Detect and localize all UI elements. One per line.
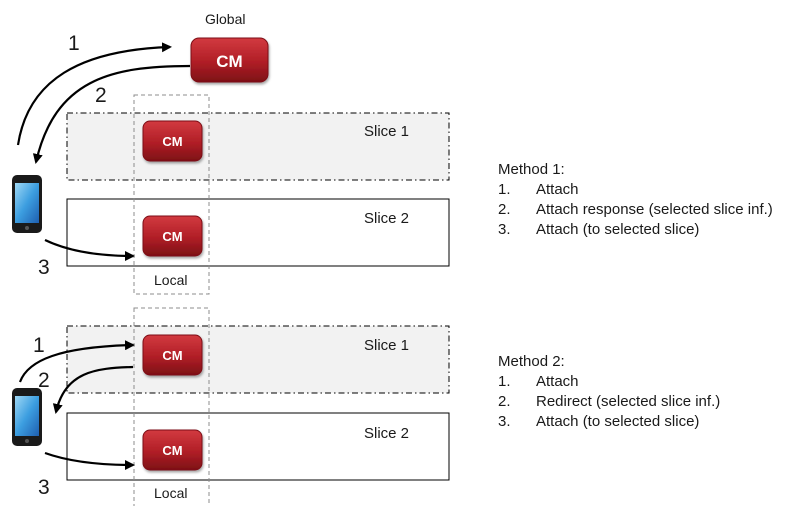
global-cm-label: CM [216,52,242,71]
slice-1-box [66,112,450,181]
local-column [133,307,210,506]
method-2-item: 2. Redirect (selected slice inf.) [498,392,720,412]
item-text: Attach response (selected slice inf.) [536,201,773,218]
item-text: Attach [536,181,579,198]
arrow-step-1 [16,42,172,146]
step-1-number: 1 [33,334,45,357]
slice-2-label: Slice 2 [364,425,409,442]
item-number: 2. [498,393,511,410]
local-column [133,94,210,295]
slice-2-cm-label: CM [162,229,182,244]
method-1-title: Method 1: [498,161,565,178]
slice-2-label: Slice 2 [364,210,409,227]
item-text: Attach [536,373,579,390]
method-2-item: 3. Attach (to selected slice) [498,412,720,432]
slice-2-cm-label: CM [162,443,182,458]
method-2-title: Method 2: [498,353,565,370]
arrow-step-3 [44,239,135,261]
step-3-number: 3 [38,256,50,279]
slice-1-cm-block [142,334,203,376]
item-number: 3. [498,413,511,430]
slice-1-label: Slice 1 [364,337,409,354]
local-label: Local [154,485,187,501]
global-label: Global [205,11,245,27]
global-cm-block [190,37,269,83]
step-2-number: 2 [38,369,50,392]
slice-2-cm-block [142,429,203,471]
arrow-step-2 [32,64,191,164]
step-2-number: 2 [95,84,107,107]
item-text: Attach (to selected slice) [536,221,700,238]
slice-1-label: Slice 1 [364,123,409,140]
arrow-step-1 [18,340,135,383]
item-number: 1. [498,181,511,198]
slice-2-cm-block [142,215,203,257]
slice-1-cm-label: CM [162,348,182,363]
method-2-item: 1. Attach [498,372,720,392]
item-number: 3. [498,221,511,238]
smartphone-icon [12,388,42,446]
slice-1-cm-block [142,120,203,162]
diagram-method-2: Slice 1 Slice 2 Local CM CM 1 2 3 [12,307,450,506]
item-text: Redirect (selected slice inf.) [536,393,721,410]
arrow-step-2 [52,365,134,414]
item-number: 2. [498,201,511,218]
item-text: Attach (to selected slice) [536,413,700,430]
diagram-method-1: Slice 1 Slice 2 Local Global CM CM CM 1 … [12,11,450,295]
method-2-description: Method 2: 1. Attach 2. Redirect (selected … [498,352,720,432]
arrow-step-3 [44,451,135,470]
slice-1-cm-label: CM [162,134,182,149]
slice-1-box [66,325,450,394]
step-1-number: 1 [68,32,80,55]
local-label: Local [154,272,187,288]
step-3-number: 3 [38,476,50,499]
smartphone-icon [12,175,42,233]
item-number: 1. [498,373,511,390]
method-1-item: 3. Attach (to selected slice) [498,220,773,240]
method-1-description: Method 1: 1. Attach 2. Attach response (se… [498,160,773,240]
method-1-item: 2. Attach response (selected slice inf.) [498,200,773,220]
method-1-item: 1. Attach [498,180,773,200]
slice-2-box [66,412,450,481]
